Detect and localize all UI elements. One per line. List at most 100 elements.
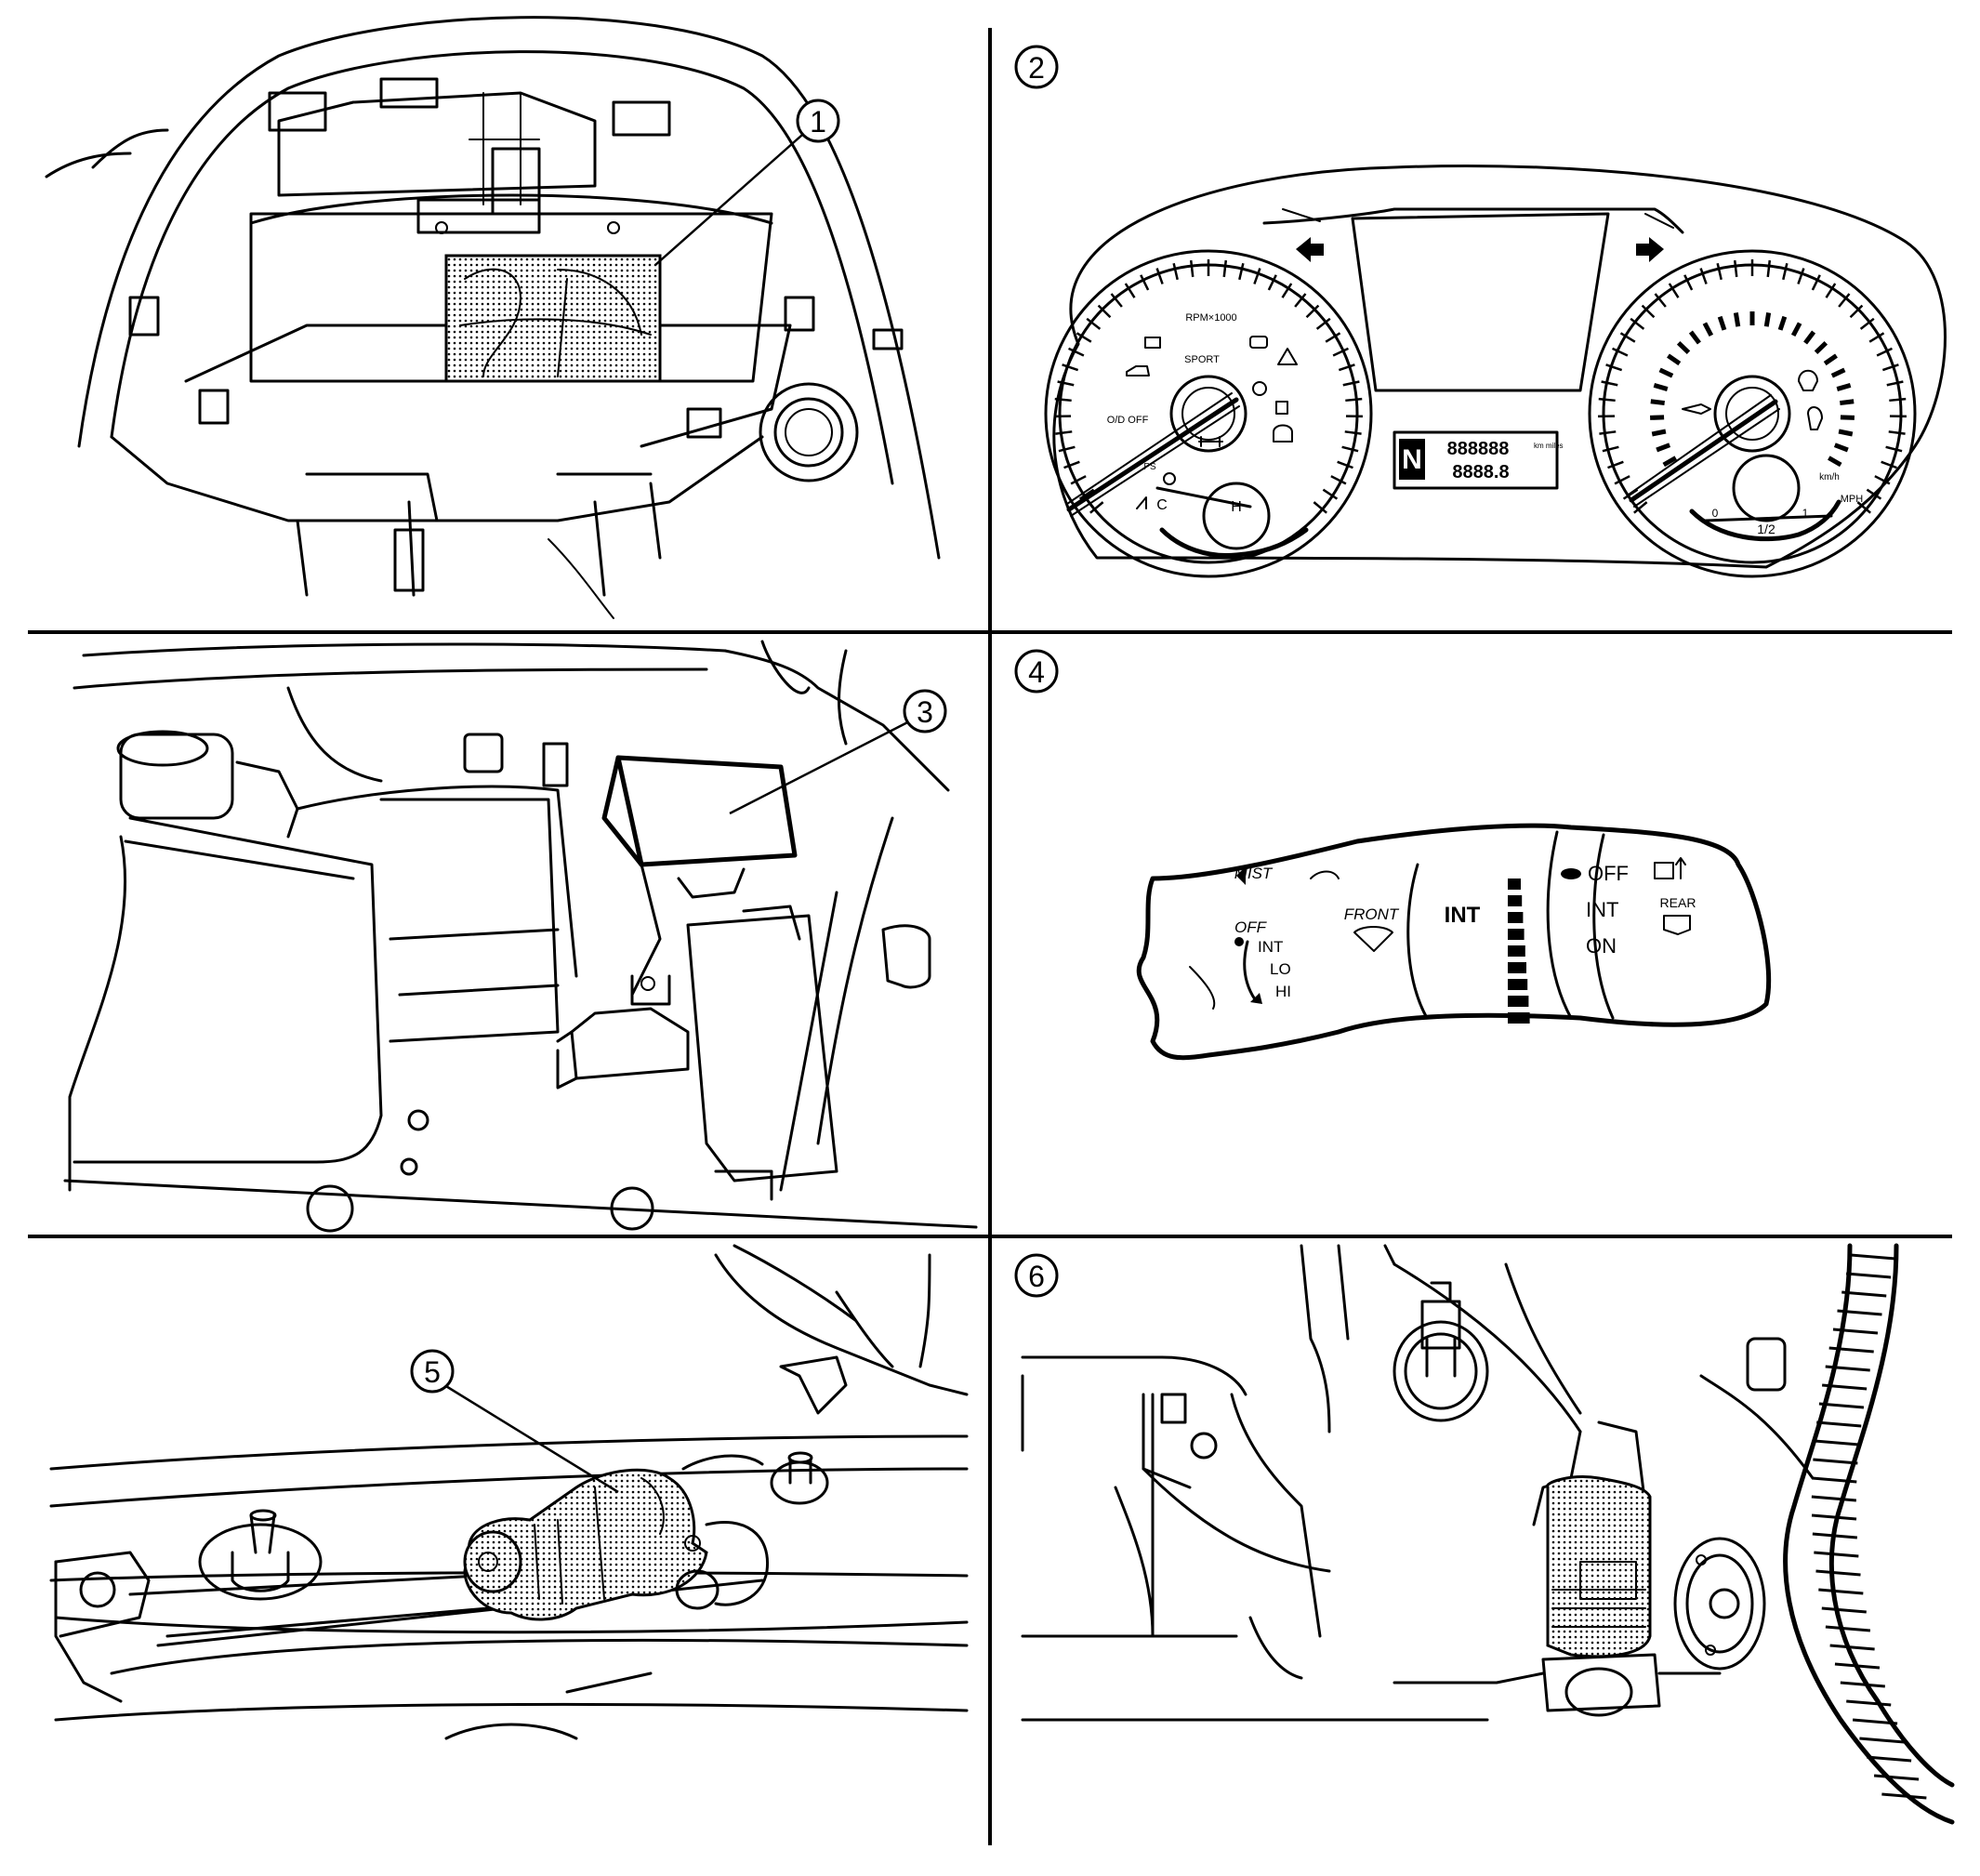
speed-tick xyxy=(1614,475,1630,485)
speed-tick xyxy=(1641,304,1656,319)
speed-tick xyxy=(1825,283,1837,298)
speed-tick xyxy=(1868,332,1885,343)
speed-tick xyxy=(1605,363,1623,372)
conduit-ring xyxy=(1866,1755,1912,1763)
conduit-ring xyxy=(1832,1328,1879,1335)
speed-tick xyxy=(1699,268,1708,284)
speed-tick xyxy=(1856,501,1871,514)
tach-tick xyxy=(1253,268,1261,284)
int-speed-bar xyxy=(1508,1012,1530,1024)
int-speed-bar xyxy=(1508,912,1524,923)
speed-tick xyxy=(1874,475,1891,485)
int-label: INT xyxy=(1445,903,1481,928)
fuel-half-label: 1/2 xyxy=(1757,522,1775,536)
conduit-ring xyxy=(1859,1737,1905,1744)
speed-inner-dash xyxy=(1803,330,1816,345)
speed-tick xyxy=(1619,332,1636,343)
speed-inner-dash xyxy=(1830,367,1846,378)
tach-tick xyxy=(1322,488,1339,500)
panel-4-wiper-switch: MIST OFF INT LO HI FRONT INT OFF INT ON … xyxy=(1014,649,1772,1061)
speed-tick xyxy=(1782,262,1789,281)
warning-lamp-icons xyxy=(1126,336,1298,509)
conduit-ring xyxy=(1814,1551,1859,1558)
speed-tick xyxy=(1859,317,1875,330)
ps-label: PS xyxy=(1143,462,1156,472)
tach-tick xyxy=(1062,363,1079,372)
speed-tick xyxy=(1886,380,1904,387)
speed-tick xyxy=(1881,460,1897,469)
tach-tick xyxy=(1238,262,1245,281)
speed-inner-dash xyxy=(1733,312,1741,327)
callout-1: 1 xyxy=(796,99,840,143)
svg-text:6: 6 xyxy=(1028,1260,1045,1293)
tach-tick xyxy=(1281,283,1293,298)
panel-3-engine-room xyxy=(63,640,978,1233)
int-speed-bars xyxy=(1508,879,1530,1024)
conduit-ring xyxy=(1813,1458,1858,1465)
speed-inner-dash xyxy=(1702,322,1714,337)
speed-tick xyxy=(1630,317,1645,330)
tach-tick xyxy=(1315,317,1331,330)
svg-text:5: 5 xyxy=(424,1355,441,1389)
svg-text:2: 2 xyxy=(1028,51,1045,85)
conduit-ring xyxy=(1825,1625,1871,1632)
conduit-ring xyxy=(1850,1253,1896,1261)
speed-inner-dash xyxy=(1828,456,1842,468)
speed-inner-dash xyxy=(1763,312,1772,327)
speed-inner-dash xyxy=(1688,330,1701,345)
callout-4: 4 xyxy=(1014,649,1059,694)
speed-tick xyxy=(1876,347,1893,357)
tach-tick xyxy=(1313,501,1327,514)
panel-2-combination-meter: RPM×1000 SPORT O/D OFF PS C H xyxy=(1014,45,1947,578)
conduit-ring xyxy=(1811,1513,1857,1521)
speed-tick xyxy=(1683,274,1694,291)
tach-tick xyxy=(1140,274,1150,291)
tach-tick xyxy=(1110,293,1123,308)
tach-tick xyxy=(1172,262,1179,281)
temp-hot-label: H xyxy=(1231,499,1242,515)
speed-tick xyxy=(1885,445,1903,453)
tachometer: RPM×1000 SPORT O/D OFF PS C H xyxy=(1044,249,1373,578)
od-off-label: O/D OFF xyxy=(1107,415,1149,426)
tach-tick xyxy=(1345,397,1363,403)
conduit-ring xyxy=(1812,1532,1857,1539)
conduit-ring xyxy=(1815,1569,1861,1577)
speed-inner-dash xyxy=(1650,399,1665,406)
panel-6-connector: 6 xyxy=(1014,1243,1955,1825)
speed-tick xyxy=(1838,293,1851,308)
conduit-ring xyxy=(1825,1365,1870,1372)
conduit-ring xyxy=(1814,1439,1860,1447)
speed-inner-dash xyxy=(1649,415,1665,420)
svg-text:1: 1 xyxy=(810,105,826,139)
callout-2: 2 xyxy=(1014,45,1059,89)
speed-inner-dash xyxy=(1823,353,1838,366)
tach-rpm-label: RPM×1000 xyxy=(1185,312,1236,324)
tach-tick xyxy=(1097,304,1112,319)
speed-inner-dash xyxy=(1651,429,1667,437)
speed-kmh-label: km/h xyxy=(1819,472,1840,482)
corrugated-conduit xyxy=(1811,1253,1927,1800)
int-speed-bar xyxy=(1508,895,1523,906)
tach-tick xyxy=(1057,380,1075,387)
speed-tick xyxy=(1716,262,1723,281)
speed-inner-dash xyxy=(1667,353,1682,366)
speed-mph-label: MPH xyxy=(1841,494,1864,505)
lcd-units: km miles xyxy=(1534,442,1564,450)
speed-tick xyxy=(1811,274,1821,291)
tach-tick xyxy=(1076,332,1092,343)
conduit-ring xyxy=(1840,1681,1885,1688)
speed-tick xyxy=(1733,259,1738,278)
conduit-ring xyxy=(1816,1420,1862,1428)
speed-inner-dash xyxy=(1777,315,1788,331)
speed-tick xyxy=(1633,501,1648,514)
front-hi-label: HI xyxy=(1275,983,1291,1000)
conduit-ring xyxy=(1834,1662,1881,1670)
conduit-ring xyxy=(1846,1699,1892,1707)
lcd-digits-top: 888888 xyxy=(1447,439,1510,459)
tach-tick xyxy=(1055,430,1073,435)
tach-tick xyxy=(1155,268,1164,284)
conduit-ring xyxy=(1837,1309,1882,1316)
speed-inner-dash xyxy=(1676,340,1691,354)
tach-tick xyxy=(1089,501,1104,514)
